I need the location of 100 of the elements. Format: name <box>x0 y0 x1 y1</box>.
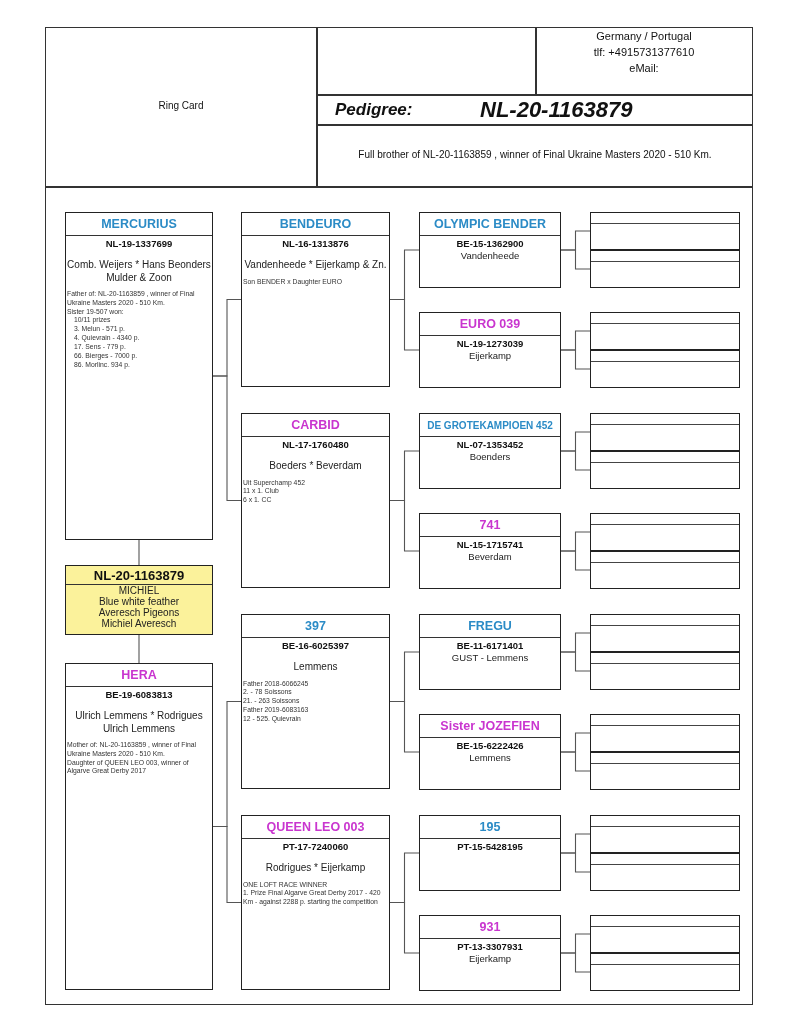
pedigree-card <box>65 212 213 540</box>
bird-name: OLYMPIC BENDER <box>420 213 560 236</box>
ring-number: NL-20-1163879 <box>66 566 212 585</box>
pedigree-card <box>419 312 561 388</box>
empty-pedigree-box <box>590 853 740 891</box>
pedigree-card <box>419 815 561 891</box>
ring-number: NL-19-1273039 <box>455 337 525 349</box>
ring-number: BE-11-6171401 <box>455 639 525 651</box>
breeder-name: Boenders <box>468 451 512 463</box>
ring-number: NL-16-1313876 <box>281 237 350 249</box>
bird-name: CARBID <box>242 414 389 437</box>
empty-pedigree-box <box>590 915 740 953</box>
pedigree-card <box>241 614 390 789</box>
empty-pedigree-box <box>590 815 740 853</box>
pedigree-card <box>241 413 390 588</box>
bird-name: MERCURIUS <box>66 213 212 236</box>
bird-name: BENDEURO <box>242 213 389 236</box>
connector-line <box>389 700 420 753</box>
connector-line <box>389 298 420 351</box>
pedigree-card <box>241 212 390 387</box>
empty-pedigree-box <box>590 250 740 288</box>
connector-line <box>138 539 140 566</box>
ring-number: BE-16-6025397 <box>280 639 351 651</box>
pedigree-card <box>419 413 561 489</box>
header-text: Full brother of NL-20-1163859 , winner of Final Ukraine Masters 2020 - 510 Km. <box>357 149 713 161</box>
bird-name: FREGU <box>420 615 560 638</box>
connector-line <box>560 349 591 370</box>
breeder-name: Vandenheede * Eijerkamp & Zn. <box>243 259 388 272</box>
ring-number: PT-13-3307931 <box>456 940 524 952</box>
pedigree-card <box>419 714 561 790</box>
empty-pedigree-box <box>590 551 740 589</box>
empty-pedigree-box <box>590 752 740 790</box>
header-title: Pedigree: <box>335 100 414 121</box>
empty-pedigree-box <box>590 513 740 551</box>
ring-number: NL-15-1715741 <box>455 538 525 550</box>
pedigree-card <box>419 614 561 690</box>
connector-line <box>389 901 420 954</box>
connector-line <box>212 375 242 502</box>
ring-number: NL-07-1353452 <box>455 438 525 450</box>
empty-pedigree-box <box>590 451 740 489</box>
bird-name: Sister JOZEFIEN <box>420 715 560 738</box>
header-text: eMail: <box>628 62 660 76</box>
header-text: tlf: +4915731377610 <box>592 46 696 60</box>
connector-line <box>560 450 591 471</box>
empty-pedigree-box <box>590 212 740 250</box>
bird-detail: Blue white feather <box>97 596 181 607</box>
breeder-name: Lemmens <box>468 752 512 764</box>
bird-detail: MICHIEL <box>117 585 161 596</box>
breeder-name: Ulrich Lemmens * Rodrigues Ulrich Lemmens <box>74 710 204 735</box>
connector-line <box>560 651 591 672</box>
connector-line <box>560 751 591 772</box>
ring-number: PT-17-7240060 <box>281 840 350 852</box>
empty-pedigree-box <box>590 652 740 690</box>
header-text: Germany / Portugal <box>595 30 693 44</box>
breeder-name: Comb. Weijers * Hans Beonders Mulder & Zoon <box>66 259 212 284</box>
header-title: NL-20-1163879 <box>480 97 634 124</box>
pedigree-card <box>419 513 561 589</box>
ring-number: BE-19-6083813 <box>104 688 174 700</box>
pedigree-card <box>65 663 213 990</box>
connector-line <box>389 499 420 552</box>
breeder-name: Vandenheede <box>459 250 521 262</box>
connector-line <box>212 825 242 904</box>
breeder-name: GUST - Lemmens <box>450 652 530 664</box>
pedigree-card <box>419 915 561 991</box>
connector-line <box>560 550 591 571</box>
ring-number: BE-15-1362900 <box>455 237 525 249</box>
bird-detail: Michiel Averesch <box>100 618 177 629</box>
empty-pedigree-box <box>590 413 740 451</box>
breeder-name: Lemmens <box>292 661 339 674</box>
ring-number: NL-17-1760480 <box>281 438 350 450</box>
connector-line <box>560 249 591 270</box>
connector-line <box>560 852 591 873</box>
pedigree-card <box>241 815 390 990</box>
bird-name: HERA <box>66 664 212 687</box>
ring-number: NL-19-1337699 <box>104 237 174 249</box>
connector-line <box>560 952 591 973</box>
bird-name: 195 <box>420 816 560 839</box>
bird-name: 741 <box>420 514 560 537</box>
header-text: Ring Card <box>157 100 205 112</box>
bird-name: EURO 039 <box>420 313 560 336</box>
breeder-name: Eijerkamp <box>467 953 513 965</box>
pedigree-card <box>419 212 561 288</box>
breeder-name: Boeders * Beverdam <box>268 460 363 473</box>
breeder-name: Rodrigues * Eijerkamp <box>264 862 367 875</box>
bird-name: QUEEN LEO 003 <box>242 816 389 839</box>
breeder-name: Eijerkamp <box>467 350 513 362</box>
bird-detail: Averesch Pigeons <box>97 607 181 618</box>
bird-name: 397 <box>242 615 389 638</box>
empty-pedigree-box <box>590 714 740 752</box>
empty-pedigree-box <box>590 614 740 652</box>
connector-line <box>138 634 140 664</box>
subject-card <box>65 565 213 635</box>
ring-number: BE-15-6222426 <box>455 739 525 751</box>
empty-pedigree-box <box>590 312 740 350</box>
ring-number: PT-15-5428195 <box>456 840 524 852</box>
breeder-name: Beverdam <box>467 551 513 563</box>
empty-pedigree-box <box>590 350 740 388</box>
bird-name: 931 <box>420 916 560 939</box>
bird-name: DE GROTEKAMPIOEN 452 <box>420 414 560 437</box>
empty-pedigree-box <box>590 953 740 991</box>
